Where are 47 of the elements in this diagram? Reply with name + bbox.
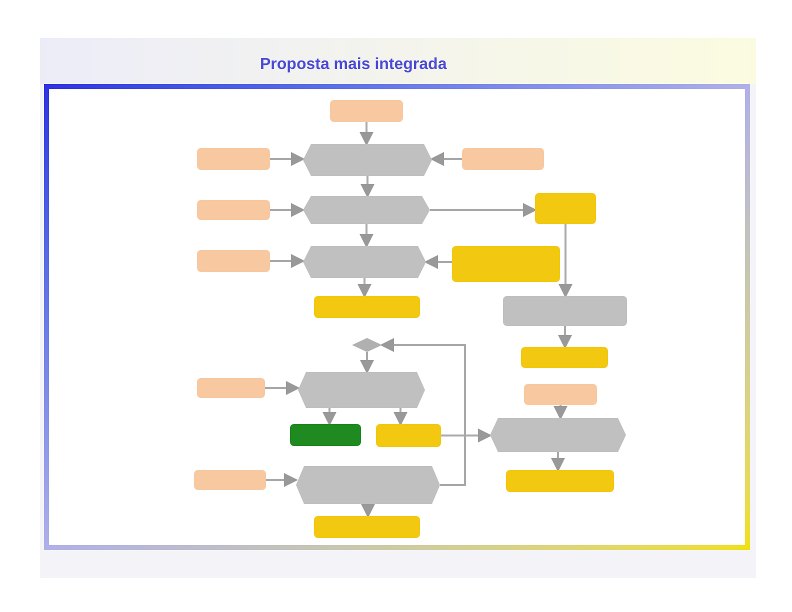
- hexagon-box: [303, 144, 432, 176]
- arrow: [380, 338, 466, 486]
- arrow: [360, 224, 374, 248]
- process-box: [290, 424, 361, 446]
- arrow: [430, 152, 462, 166]
- hexagon-box: [303, 246, 426, 278]
- arrow: [394, 408, 408, 426]
- arrow: [558, 224, 572, 298]
- process-box: [197, 378, 265, 398]
- process-box: [197, 148, 270, 170]
- process-box: [314, 516, 420, 538]
- process-box: [503, 296, 627, 326]
- process-box: [197, 250, 270, 272]
- arrow: [266, 473, 298, 487]
- arrow: [424, 255, 452, 269]
- arrow: [430, 203, 537, 217]
- process-box: [506, 470, 614, 492]
- arrow: [358, 278, 372, 298]
- arrow: [270, 152, 305, 166]
- hexagon-box: [296, 466, 440, 504]
- hexagon-box: [303, 196, 430, 224]
- title: Proposta mais integrada: [260, 55, 447, 75]
- arrow: [361, 504, 375, 518]
- process-box: [314, 296, 420, 318]
- arrow: [551, 452, 565, 472]
- arrow: [558, 326, 572, 349]
- arrow: [322, 408, 336, 426]
- arrow: [360, 176, 374, 198]
- arrow: [270, 203, 305, 217]
- arrow: [554, 405, 568, 420]
- process-box: [524, 384, 597, 405]
- process-box: [194, 470, 266, 490]
- arrow: [265, 381, 300, 395]
- decision-diamond: [352, 338, 382, 352]
- process-box: [535, 193, 596, 224]
- process-box: [521, 347, 608, 368]
- hexagon-box: [298, 372, 425, 408]
- process-box: [376, 424, 441, 447]
- arrow: [360, 352, 374, 374]
- process-box: [452, 246, 560, 282]
- process-box: [330, 100, 403, 122]
- arrow: [360, 122, 374, 146]
- arrow: [270, 254, 305, 268]
- arrow: [441, 428, 492, 442]
- process-box: [197, 200, 270, 220]
- hexagon-box: [490, 418, 626, 452]
- process-box: [462, 148, 544, 170]
